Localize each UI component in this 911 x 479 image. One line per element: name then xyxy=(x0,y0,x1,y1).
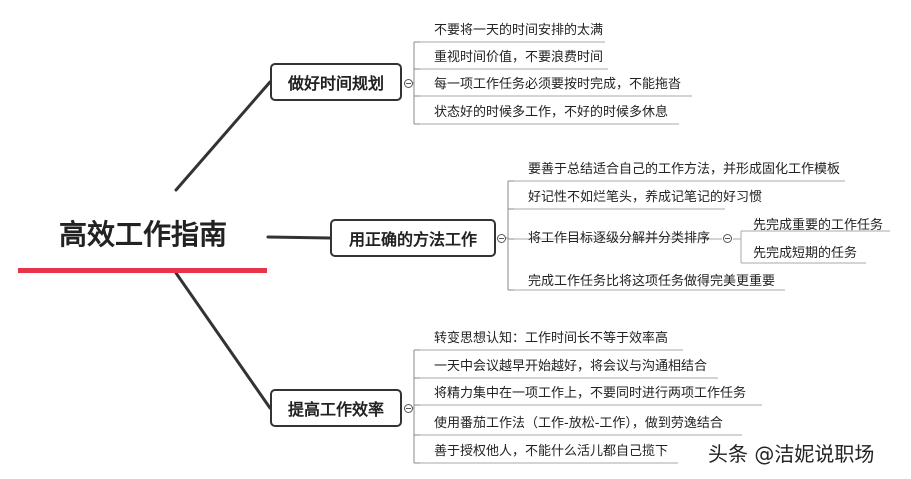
list-item[interactable]: 将精力集中在一项工作上，不要同时进行两项工作任务 xyxy=(434,386,747,401)
watermark: 头条 @洁妮说职场 xyxy=(708,442,875,466)
branch-time-planning[interactable]: 做好时间规划 xyxy=(270,63,402,101)
sub-list-item[interactable]: 先完成短期的任务 xyxy=(753,246,858,261)
list-item[interactable]: 转变思想认知：工作时间长不等于效率高 xyxy=(434,331,669,346)
connector-root-branch-2 xyxy=(266,235,332,240)
list-item[interactable]: 重视时间价值，不要浪费时间 xyxy=(434,50,604,65)
list-item[interactable]: 一天中会议越早开始越好，将会议与沟通相结合 xyxy=(434,359,708,374)
list-item[interactable]: 每一项工作任务必须要按时完成，不能拖沓 xyxy=(434,77,682,92)
connector-root-branch-1 xyxy=(174,80,272,192)
branch-label: 做好时间规划 xyxy=(287,74,384,93)
list-item[interactable]: 好记性不如烂笔头，养成记笔记的好习惯 xyxy=(528,190,763,205)
list-item[interactable]: 不要将一天的时间安排的太满 xyxy=(434,23,604,38)
collapse-toggle-icon[interactable] xyxy=(404,404,413,413)
root-title: 高效工作指南 xyxy=(58,218,227,251)
list-item[interactable]: 完成工作任务比将这项任务做得完美更重要 xyxy=(528,274,776,289)
list-item[interactable]: 要善于总结适合自己的工作方法，并形成固化工作模板 xyxy=(528,162,841,177)
bracket-sub xyxy=(733,230,890,264)
root-node[interactable]: 高效工作指南 xyxy=(20,208,266,258)
branch-label: 提高工作效率 xyxy=(287,400,384,419)
root-underline xyxy=(18,268,267,273)
sub-list-item[interactable]: 先完成重要的工作任务 xyxy=(753,218,884,233)
collapse-toggle-icon[interactable] xyxy=(404,79,413,88)
connector-root-branch-3 xyxy=(174,271,272,410)
branch-correct-method[interactable]: 用正确的方法工作 xyxy=(330,219,496,257)
list-item[interactable]: 善于授权他人，不能什么活儿都自己揽下 xyxy=(434,444,669,459)
collapse-toggle-icon[interactable] xyxy=(497,234,506,243)
branch-efficiency[interactable]: 提高工作效率 xyxy=(270,389,402,427)
list-item[interactable]: 使用番茄工作法（工作-放松-工作），做到劳逸结合 xyxy=(434,416,723,431)
branch-label: 用正确的方法工作 xyxy=(348,230,477,249)
collapse-toggle-icon[interactable] xyxy=(723,234,732,243)
list-item[interactable]: 将工作目标逐级分解并分类排序 xyxy=(528,231,711,246)
list-item[interactable]: 状态好的时候多工作，不好的时候多休息 xyxy=(434,105,669,120)
